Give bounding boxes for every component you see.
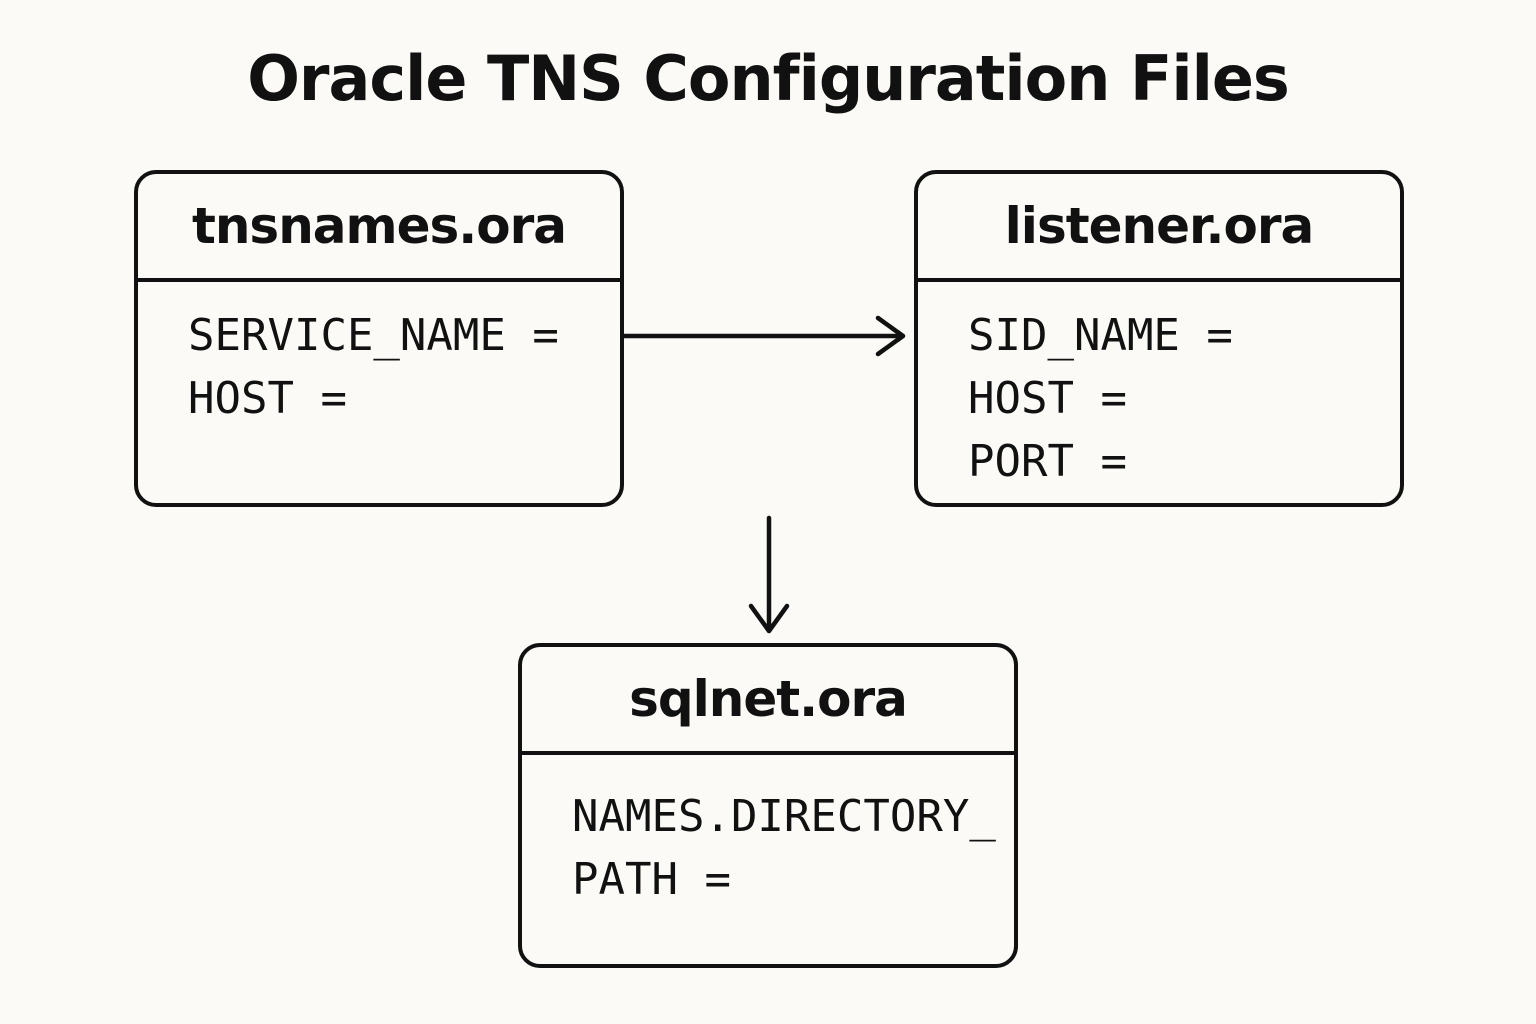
tnsnames-field-host: HOST = xyxy=(188,373,347,424)
tnsnames-file-fields: SERVICE_NAME = HOST = xyxy=(138,282,620,430)
tnsnames-field-service-name: SERVICE_NAME = xyxy=(188,310,559,361)
sqlnet-file-name: sqlnet.ora xyxy=(522,647,1014,755)
sqlnet-file-fields: NAMES.DIRECTORY_ PATH = xyxy=(522,755,1014,911)
sqlnet-field-names-directory: NAMES.DIRECTORY_ xyxy=(572,791,996,842)
listener-field-port: PORT = xyxy=(968,436,1127,487)
arrow-right-icon xyxy=(621,315,906,357)
sqlnet-field-path: PATH = xyxy=(572,854,731,905)
arrow-down-icon xyxy=(748,515,790,634)
sqlnet-file-box: sqlnet.ora NAMES.DIRECTORY_ PATH = xyxy=(518,643,1018,968)
listener-file-fields: SID_NAME = HOST = PORT = xyxy=(918,282,1400,493)
diagram-title: Oracle TNS Configuration Files xyxy=(247,42,1290,115)
listener-field-host: HOST = xyxy=(968,373,1127,424)
tnsnames-file-name: tnsnames.ora xyxy=(138,174,620,282)
listener-file-box: listener.ora SID_NAME = HOST = PORT = xyxy=(914,170,1404,507)
tnsnames-file-box: tnsnames.ora SERVICE_NAME = HOST = xyxy=(134,170,624,507)
listener-file-name: listener.ora xyxy=(918,174,1400,282)
listener-field-sid-name: SID_NAME = xyxy=(968,310,1233,361)
